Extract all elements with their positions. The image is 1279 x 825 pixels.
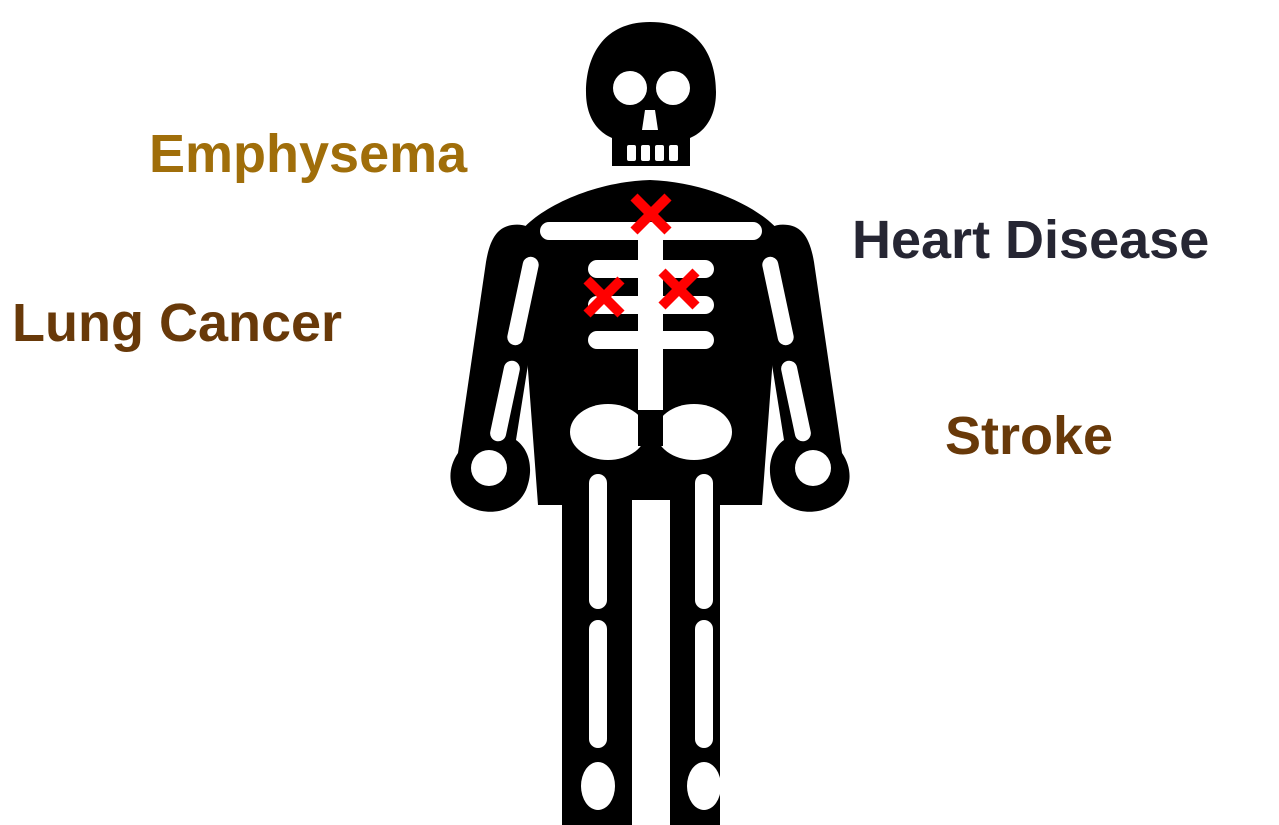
heart-disease-label: Heart Disease (852, 213, 1209, 267)
skull-tooth (641, 145, 650, 161)
spine (638, 222, 663, 432)
skull-tooth (627, 145, 636, 161)
rib (588, 331, 714, 349)
pelvis-center (638, 410, 663, 446)
stroke-label: Stroke (945, 409, 1113, 463)
left-shin-bone (589, 620, 607, 748)
left-thigh-bone (589, 474, 607, 609)
right-thigh-bone (695, 474, 713, 609)
emphysema-label: Emphysema (149, 127, 467, 181)
skull (586, 22, 716, 166)
left-hand (471, 450, 507, 486)
skeleton-icon (450, 22, 849, 825)
lung-cancer-label: Lung Cancer (12, 296, 342, 350)
right-foot (687, 762, 721, 810)
skull-left-eye (613, 71, 647, 105)
skull-tooth (655, 145, 664, 161)
left-foot (581, 762, 615, 810)
pelvis-left (570, 404, 646, 460)
skull-right-eye (656, 71, 690, 105)
right-shin-bone (695, 620, 713, 748)
right-hand (795, 450, 831, 486)
pelvis-right (656, 404, 732, 460)
leg-gap (632, 500, 670, 825)
skull-tooth (669, 145, 678, 161)
